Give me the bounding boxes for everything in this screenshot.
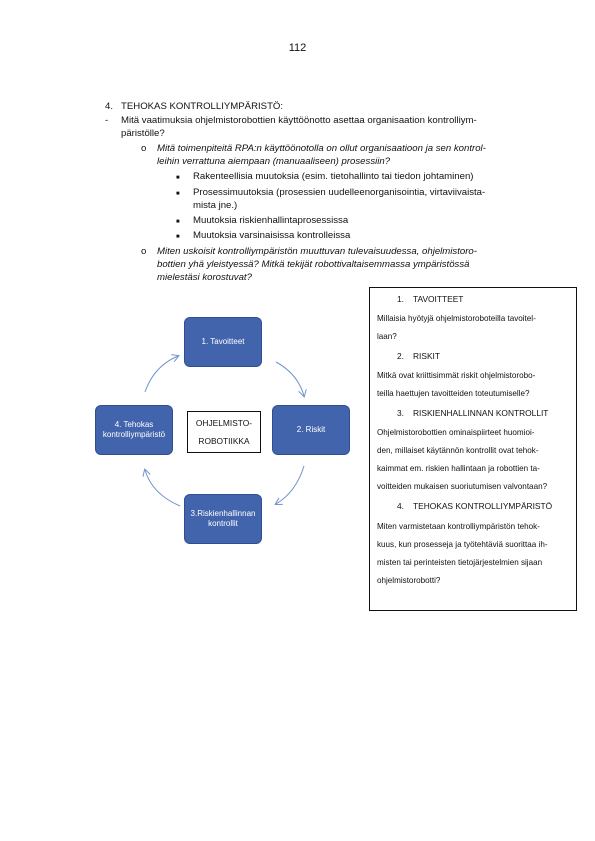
diagram-box-goals: 1. Tavoitteet	[184, 317, 262, 367]
sidebar-text-line: ohjelmistorobotti?	[377, 576, 441, 585]
bullet-icon: ■	[176, 175, 180, 181]
diagram-box-risk-controls-line-2: kontrollit	[208, 519, 238, 528]
section-heading: TEHOKAS KONTROLLIYMPÄRISTÖ:	[121, 101, 284, 112]
diagram-center-line-2: ROBOTIIKKA	[198, 436, 250, 446]
sidebar-text-line: Millaisia hyötyjä ohjelmistoroboteilla t…	[377, 314, 536, 323]
sidebar-section-4-number: 4.	[397, 501, 404, 511]
sidebar-section-4-text: Miten varmistetaan kontrolliympäristön t…	[377, 518, 571, 590]
subquestion-1-line-1: Mitä toimenpiteitä RPA:n käyttöönotolla …	[157, 143, 486, 154]
section-number: 4.	[105, 101, 114, 112]
sidebar-section-4-title: TEHOKAS KONTROLLIYMPÄRISTÖ	[413, 501, 553, 511]
sidebar-section-2-text: Mitkä ovat kriittisimmät riskit ohjelmis…	[377, 367, 571, 403]
sidebar-section-2-number: 2.	[397, 351, 404, 361]
arrow-environment-to-goals	[144, 356, 178, 393]
sidebar-section-3-number: 3.	[397, 408, 404, 418]
subquestion-2-line-3: mielestäsi korostuvat?	[157, 272, 252, 283]
sidebar-text-line: Ohjelmistorobottien ominaispiirteet huom…	[377, 428, 535, 437]
question-marker: -	[105, 115, 109, 126]
diagram-box-control-environment-line-1: 4. Tehokas	[114, 420, 154, 429]
bullet-item-3: Muutoksia riskienhallintaprosessissa	[193, 215, 349, 226]
sidebar-text-line: den, millaiset käytännön kontrollit ovat…	[377, 446, 539, 455]
diagram-box-control-environment-line-2: kontrolliympäristö	[102, 430, 166, 439]
sidebar-section-3-title: RISKIENHALLINNAN KONTROLLIT	[413, 408, 549, 418]
questions-sidebar-box: 1. TAVOITTEET Millaisia hyötyjä ohjelmis…	[369, 287, 577, 611]
sidebar-text-line: laan?	[377, 332, 397, 341]
arrow-risks-to-controls	[276, 465, 305, 504]
diagram-box-risk-controls-line-1: 3.Riskienhallinnan	[190, 509, 256, 518]
diagram-box-control-environment: 4. Tehokas kontrolliympäristö	[95, 405, 173, 455]
page-number: 112	[288, 42, 307, 54]
bullet-icon: ■	[176, 234, 180, 240]
bullet-item-2-line-1: Prosessimuutoksia (prosessien uudelleeno…	[193, 187, 486, 198]
sidebar-text-line: teilla haettujen tavoitteiden toteutumis…	[377, 389, 530, 398]
bullet-item-1: Rakenteellisia muutoksia (esim. tietohal…	[193, 171, 474, 182]
sidebar-section-1-number: 1.	[397, 294, 404, 304]
subquestion-2-line-1: Miten uskoisit kontrolliympäristön muutt…	[157, 246, 477, 257]
diagram-box-goals-label: 1. Tavoitteet	[201, 337, 245, 346]
bullet-item-4: Muutoksia varsinaisissa kontrolleissa	[193, 230, 351, 241]
sidebar-text-line: voitteiden mukaisen suoriutumisen valvon…	[377, 482, 548, 491]
subquestion-1-line-2: leihin verrattuna aiempaan (manuaaliseen…	[157, 156, 391, 167]
subquestion-2-marker: o	[141, 246, 147, 257]
sidebar-section-2-title: RISKIT	[413, 351, 440, 361]
question-line-2: päristölle?	[121, 128, 165, 139]
diagram-box-risk-controls: 3.Riskienhallinnan kontrollit	[184, 494, 262, 544]
question-line-1: Mitä vaatimuksia ohjelmistorobottien käy…	[121, 115, 477, 126]
sidebar-section-1-title: TAVOITTEET	[413, 294, 464, 304]
diagram-center-line-1: OHJELMISTO-	[195, 418, 253, 428]
bullet-icon: ■	[176, 219, 180, 225]
sidebar-section-1-text: Millaisia hyötyjä ohjelmistoroboteilla t…	[377, 310, 571, 346]
diagram-box-risks-label: 2. Riskit	[296, 425, 326, 434]
subquestion-2-line-2: bottien yhä yleistyessä? Mitkä tekijät r…	[157, 259, 470, 270]
sidebar-section-3-text: Ohjelmistorobottien ominaispiirteet huom…	[377, 424, 571, 496]
sidebar-text-line: Miten varmistetaan kontrolliympäristön t…	[377, 522, 540, 531]
sidebar-text-line: kaimmat em. riskien hallintaan ja robott…	[377, 464, 540, 473]
diagram-center-label: OHJELMISTO- ROBOTIIKKA	[187, 411, 261, 453]
bullet-item-2-line-2: mista jne.)	[193, 200, 238, 211]
diagram-box-risks: 2. Riskit	[272, 405, 350, 455]
sidebar-text-line: misten tai perinteisten tietojärjestelmi…	[377, 558, 543, 567]
sidebar-text-line: kuus, kun prosesseja ja työtehtäviä suor…	[377, 540, 548, 549]
subquestion-1-marker: o	[141, 143, 147, 154]
sidebar-text-line: Mitkä ovat kriittisimmät riskit ohjelmis…	[377, 371, 536, 380]
arrow-goals-to-risks	[275, 361, 304, 396]
arrow-controls-to-environment	[145, 470, 181, 507]
bullet-icon: ■	[176, 191, 180, 197]
